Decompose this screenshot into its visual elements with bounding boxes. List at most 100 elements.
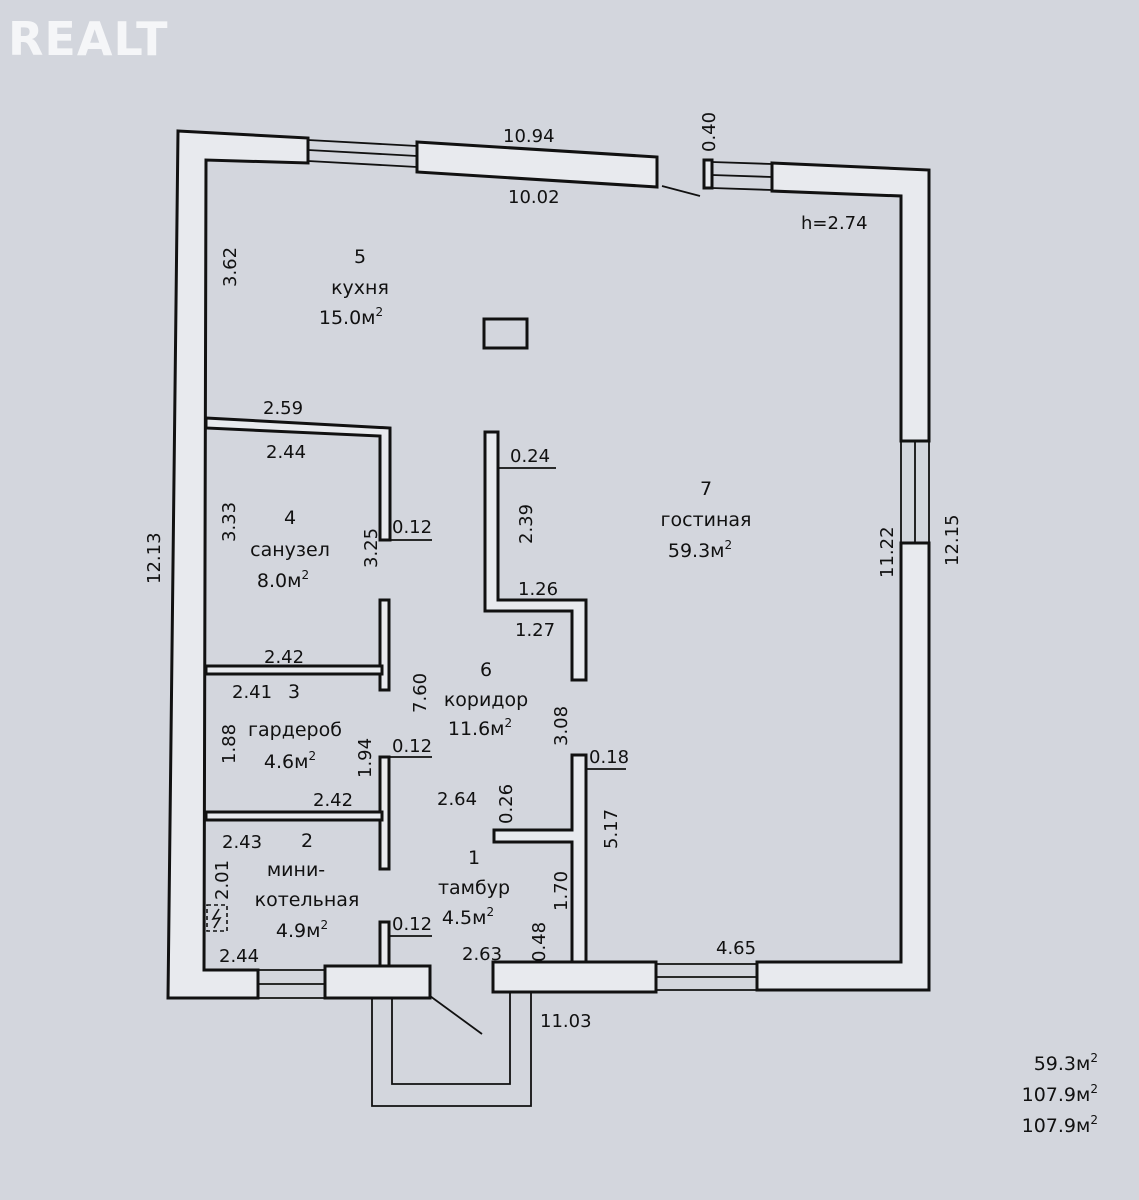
room-label-boiler: 2 мини- котельная 4.9м2 [255,830,360,942]
exterior-wall-top [415,140,659,189]
dim-wardrobe-right: 1.94 [355,738,376,778]
total-area: 107.9м2 [1022,1082,1098,1106]
dim-corridor-length: 7.60 [410,673,431,713]
dim-kitchen-left: 3.62 [220,247,241,287]
svg-text:гостиная: гостиная [661,509,752,531]
top-door-swing [661,185,701,197]
dim-bottom-right: 4.65 [716,938,756,959]
dim-top-outer: 10.94 [503,126,555,147]
dim-bath-left: 3.33 [219,502,240,542]
dim-living-right-wall: 5.17 [601,809,622,849]
dim-bath-right: 3.25 [361,528,382,568]
dim-vestibule-low: 0.48 [529,922,550,962]
svg-text:котельная: котельная [255,889,360,911]
entrance-wall-left [323,964,432,1000]
total-area-overall: 107.9м2 [1022,1113,1098,1137]
window-top-right [711,161,773,191]
svg-text:7: 7 [700,478,712,500]
dim-bath-wall: 0.12 [392,517,432,538]
dim-bath-top-inner: 2.44 [266,442,306,463]
dim-corridor-wall: 0.18 [589,747,629,768]
dim-wardrobe-top: 2.42 [264,647,304,668]
svg-text:8.0м2: 8.0м2 [257,568,309,592]
svg-text:тамбур: тамбур [438,877,510,899]
svg-text:4: 4 [284,507,296,529]
window-bottom-left [258,969,325,999]
dim-bath-top-outer: 2.59 [263,398,303,419]
window-top-left [307,139,418,168]
exterior-wall-right-lower [755,541,931,992]
dim-pillar-height: 2.39 [516,504,537,544]
dim-wardrobe-inner: 2.41 [232,682,272,703]
bathroom-wall [204,416,392,542]
svg-text:3: 3 [288,681,300,703]
dim-left-outer: 12.13 [144,532,165,584]
ceiling-height: h=2.74 [801,213,868,234]
room-label-vestibule: 1 тамбур 4.5м2 [438,847,510,929]
window-right [900,441,930,543]
svg-text:2: 2 [301,830,313,852]
dim-pillar-width: 0.24 [510,446,550,467]
porch-outline-inner [391,992,511,1085]
room-label-corridor: 6 коридор 11.6м2 [444,659,528,740]
dim-right-outer: 12.15 [942,514,963,566]
kitchen-pillar-wall [483,430,588,682]
dim-wardrobe-left: 1.88 [219,724,240,764]
room-label-kitchen: 5 кухня 15.0м2 [319,246,389,329]
boiler-divider-wall [204,810,384,822]
svg-text:4.9м2: 4.9м2 [276,918,328,942]
total-living-area: 59.3м2 [1034,1051,1098,1075]
exterior-wall-left [166,129,310,1000]
dim-vestibule-right: 1.70 [551,871,572,911]
svg-text:мини-: мини- [267,859,325,881]
svg-text:гардероб: гардероб [248,719,342,741]
dim-boiler-left: 2.01 [212,860,233,900]
exterior-wall-bottom [491,960,658,994]
watermark-logo: REALT [8,12,169,66]
dim-top-gap: 0.40 [699,112,720,152]
dim-pillar-step-outer: 1.26 [518,579,558,600]
dim-top-inner: 10.02 [508,187,560,208]
dim-pillar-step-inner: 1.27 [515,620,555,641]
exterior-wall-right-upper [770,161,931,443]
dim-boiler-top: 2.42 [313,790,353,811]
dim-vestibule-bottom: 2.63 [462,944,502,965]
exterior-wall-pier [702,158,714,190]
boiler-door-stub [378,920,391,968]
svg-text:59.3м2: 59.3м2 [668,538,732,562]
dim-boiler-wall: 0.12 [392,914,432,935]
room-label-bathroom: 4 санузел 8.0м2 [250,507,330,592]
dim-right-inner: 11.22 [877,526,898,578]
svg-text:кухня: кухня [331,277,389,299]
svg-text:санузел: санузел [250,539,330,561]
dim-vestibule-top: 2.64 [437,789,477,810]
dim-bottom-outer: 11.03 [540,1011,592,1032]
porch-outline-outer [371,992,532,1107]
svg-text:коридор: коридор [444,689,528,711]
dim-vestibule-wall: 0.26 [496,784,517,824]
wardrobe-divider-wall [204,664,384,676]
dimension-ticks [389,467,626,937]
room-label-living-room: 7 гостиная 59.3м2 [661,478,752,562]
dim-boiler-inner: 2.43 [222,832,262,853]
boiler-electric-icon [206,904,228,932]
window-bottom-right [656,963,757,991]
svg-text:6: 6 [480,659,492,681]
svg-text:5: 5 [354,246,366,268]
svg-text:15.0м2: 15.0м2 [319,305,383,329]
area-totals: 59.3м2 107.9м2 107.9м2 [1022,1051,1098,1137]
room-label-wardrobe: 3 гардероб 4.6м2 [248,681,342,773]
svg-text:1: 1 [468,847,480,869]
corridor-wall-upper [378,598,391,692]
dim-boiler-bottom: 2.44 [219,946,259,967]
svg-text:11.6м2: 11.6м2 [448,716,512,740]
vestibule-wall [492,753,588,964]
dim-wardrobe-wall: 0.12 [392,736,432,757]
svg-text:4.6м2: 4.6м2 [264,749,316,773]
dim-corridor-right: 3.08 [551,706,572,746]
svg-text:4.5м2: 4.5м2 [442,905,494,929]
entrance-door-swing [429,995,483,1035]
chimney [482,317,529,350]
